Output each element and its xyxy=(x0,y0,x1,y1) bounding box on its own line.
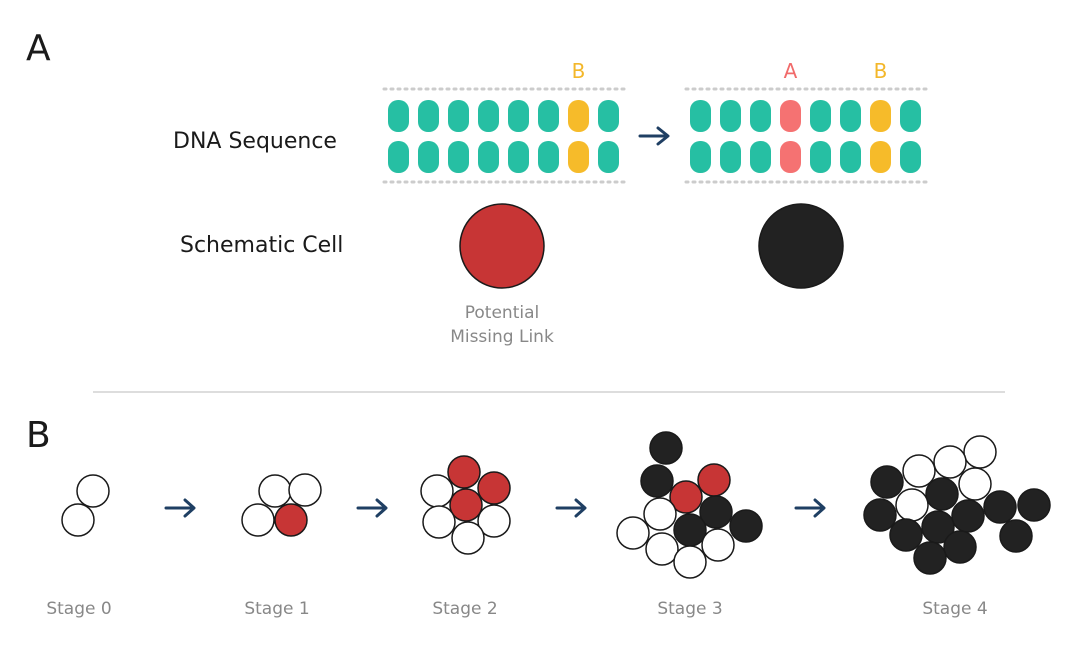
stage-3-cell-black xyxy=(699,495,733,529)
dna-base-teal xyxy=(598,100,619,132)
stage-arrow-icon xyxy=(356,498,388,518)
stage-4-cell-black xyxy=(983,490,1017,524)
stage-4-cell-white xyxy=(958,467,992,501)
stage-4-cell-white xyxy=(963,435,997,469)
dna-base-yellow xyxy=(568,100,589,132)
stage-0-label: Stage 0 xyxy=(46,599,111,619)
stage-4-label: Stage 4 xyxy=(922,599,987,619)
dna-base-yellow xyxy=(870,100,891,132)
missing-link-caption-line1: Potential xyxy=(465,303,539,323)
stage-arrows xyxy=(164,498,826,518)
mutation-label-b: B xyxy=(572,59,586,83)
dna-base-teal xyxy=(598,141,619,173)
dna-sequence-before: B xyxy=(382,59,626,184)
stage-4-cell-white xyxy=(902,454,936,488)
stage-3-cell-black xyxy=(640,464,674,498)
stage-4-cell-black xyxy=(951,499,985,533)
stage-arrow-icon xyxy=(794,498,826,518)
mutation-label-a: A xyxy=(784,59,798,83)
stage-3-cell-red xyxy=(697,463,731,497)
stage-0-cell-white xyxy=(61,503,95,537)
dna-base-teal xyxy=(840,100,861,132)
dna-base-teal xyxy=(478,141,499,173)
stage-4-cell-white xyxy=(895,488,929,522)
dna-base-teal xyxy=(418,141,439,173)
dna-base-teal xyxy=(840,141,861,173)
dna-base-red xyxy=(780,141,801,173)
dna-arrow-icon xyxy=(638,126,670,146)
dna-base-red xyxy=(780,100,801,132)
stage-arrow-icon xyxy=(164,498,196,518)
mutation-label-b: B xyxy=(874,59,888,83)
stage-3-cell-black xyxy=(649,431,683,465)
dna-base-yellow xyxy=(568,141,589,173)
panel-b-label: B xyxy=(26,415,51,456)
stage-1-cell-white xyxy=(258,474,292,508)
missing-link-caption-line2: Missing Link xyxy=(450,327,554,347)
stage-4-cell-black xyxy=(921,510,955,544)
dna-base-teal xyxy=(900,141,921,173)
dna-base-teal xyxy=(900,100,921,132)
schematic-cell-red xyxy=(459,203,545,289)
stage-2-label: Stage 2 xyxy=(432,599,497,619)
stage-clusters xyxy=(61,431,1051,579)
stage-4-cell-black xyxy=(863,498,897,532)
stage-4-cell-black xyxy=(943,530,977,564)
stage-2-cell-red xyxy=(447,455,481,489)
dna-base-teal xyxy=(448,141,469,173)
schematic-cell-black xyxy=(758,203,844,289)
dna-base-teal xyxy=(478,100,499,132)
stage-3-cell-white xyxy=(701,528,735,562)
stage-2-cell-white xyxy=(420,474,454,508)
dna-base-teal xyxy=(750,100,771,132)
stage-3-cell-black xyxy=(729,509,763,543)
dna-base-teal xyxy=(720,141,741,173)
stage-4-cell-black xyxy=(1017,488,1051,522)
stage-4-cell-black xyxy=(925,477,959,511)
dna-base-teal xyxy=(690,100,711,132)
stage-0-cell-white xyxy=(76,474,110,508)
stage-2-cell-red xyxy=(449,488,483,522)
stage-arrow-icon xyxy=(555,498,587,518)
stage-4-cell-black xyxy=(889,518,923,552)
dna-base-teal xyxy=(750,141,771,173)
dna-base-teal xyxy=(508,141,529,173)
dna-base-teal xyxy=(810,100,831,132)
stage-3-cell-black xyxy=(673,513,707,547)
stage-3-cell-red xyxy=(669,480,703,514)
stage-4-cell-black xyxy=(913,541,947,575)
dna-base-teal xyxy=(538,141,559,173)
dna-base-teal xyxy=(388,141,409,173)
dna-base-yellow xyxy=(870,141,891,173)
dna-base-teal xyxy=(418,100,439,132)
stage-3-cell-white xyxy=(673,545,707,579)
dna-base-teal xyxy=(690,141,711,173)
dna-base-teal xyxy=(720,100,741,132)
panel-a-label: A xyxy=(26,28,51,69)
stage-3-cell-white xyxy=(645,532,679,566)
dna-base-teal xyxy=(810,141,831,173)
dna-base-teal xyxy=(448,100,469,132)
stage-2-cell-white xyxy=(422,505,456,539)
stage-2-cell-white xyxy=(451,521,485,555)
stage-2-cell-white xyxy=(477,504,511,538)
stage-4-cell-white xyxy=(933,445,967,479)
dna-base-teal xyxy=(508,100,529,132)
stage-3-cell-white xyxy=(643,497,677,531)
dna-base-teal xyxy=(388,100,409,132)
stage-1-cell-white xyxy=(241,503,275,537)
stage-3-cell-white xyxy=(616,516,650,550)
dna-base-teal xyxy=(538,100,559,132)
stage-3-label: Stage 3 xyxy=(657,599,722,619)
stage-4-cell-black xyxy=(999,519,1033,553)
stage-1-cell-white xyxy=(288,473,322,507)
stage-1-cell-red xyxy=(274,503,308,537)
schematic-cell-label: Schematic Cell xyxy=(180,233,343,258)
dna-sequence-label: DNA Sequence xyxy=(173,129,337,154)
stage-1-label: Stage 1 xyxy=(244,599,309,619)
stage-4-cell-black xyxy=(870,465,904,499)
stage-2-cell-red xyxy=(477,471,511,505)
